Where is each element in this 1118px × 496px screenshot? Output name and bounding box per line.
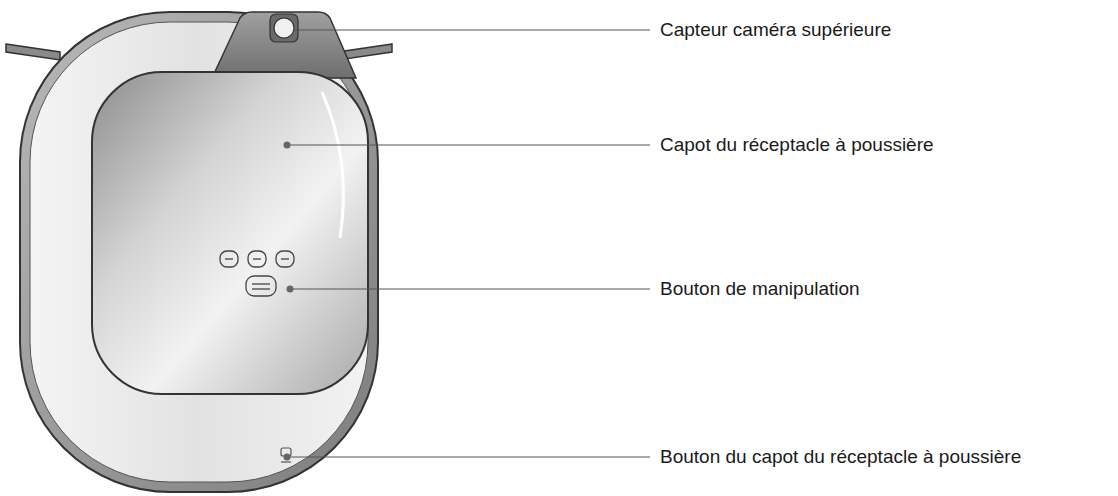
part-label: Capot du réceptacle à poussière [660, 134, 934, 157]
leader-lines [287, 30, 650, 457]
part-label: Bouton du capot du réceptacle à poussièr… [660, 446, 1021, 469]
part-label: Bouton de manipulation [660, 278, 860, 301]
control-buttons [220, 251, 294, 296]
part-label: Capteur caméra supérieure [660, 19, 891, 42]
robot-rim [30, 22, 368, 482]
lid-button-icon [281, 448, 291, 462]
dust-bin-lid [92, 72, 368, 394]
camera-frame [270, 14, 298, 42]
leader-dots [284, 142, 294, 461]
camera-housing [212, 12, 356, 78]
camera-lens [274, 18, 294, 38]
side-brush [6, 44, 60, 60]
lid-highlight [322, 92, 343, 238]
robot-body [20, 12, 378, 492]
